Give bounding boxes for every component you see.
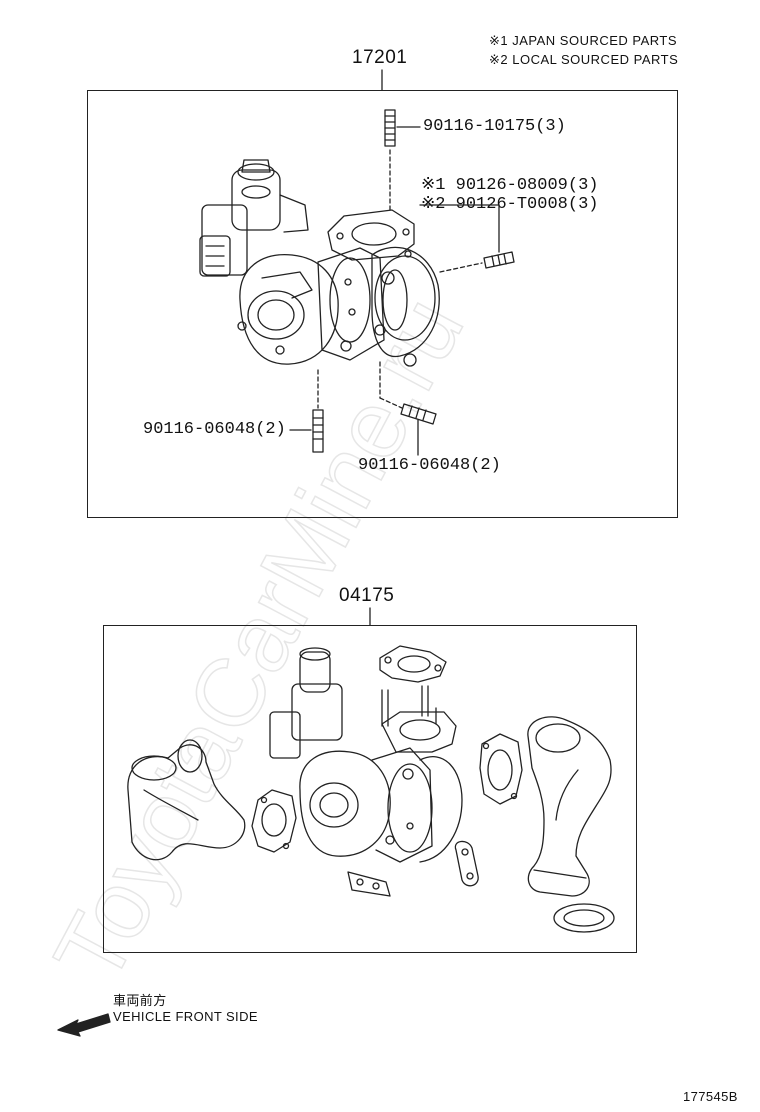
- turbocharger-illustration: [199, 159, 440, 367]
- part-label-stud-top[interactable]: 90116-10175(3): [423, 117, 566, 136]
- note-local-sourced: ※2 LOCAL SOURCED PARTS: [489, 52, 679, 67]
- figure-id: 177545B: [683, 1089, 738, 1104]
- assembly-17201-ref[interactable]: 17201: [352, 47, 408, 68]
- turbo-kit-illustration: [127, 645, 615, 933]
- direction-jp: 車両前方: [113, 993, 167, 1008]
- part-label-nut-local[interactable]: ※2 90126-T0008(3): [421, 195, 599, 214]
- assembly-04175-ref[interactable]: 04175: [339, 585, 395, 606]
- stud-left-icon: [289, 369, 324, 453]
- part-label-stud-bottom[interactable]: 90116-06048(2): [358, 456, 501, 475]
- stud-right-icon: [419, 204, 515, 273]
- part-label-nut-japan[interactable]: ※1 90126-08009(3): [421, 176, 599, 195]
- note-japan-sourced: ※1 JAPAN SOURCED PARTS: [489, 33, 678, 48]
- assembly-17201-box: [87, 90, 678, 518]
- stud-bottom-icon: [379, 361, 437, 456]
- direction-en: VEHICLE FRONT SIDE: [113, 1009, 258, 1024]
- part-label-stud-left[interactable]: 90116-06048(2): [143, 420, 286, 439]
- stud-top-icon: [384, 109, 421, 211]
- vehicle-front-arrow-icon: [57, 1013, 111, 1037]
